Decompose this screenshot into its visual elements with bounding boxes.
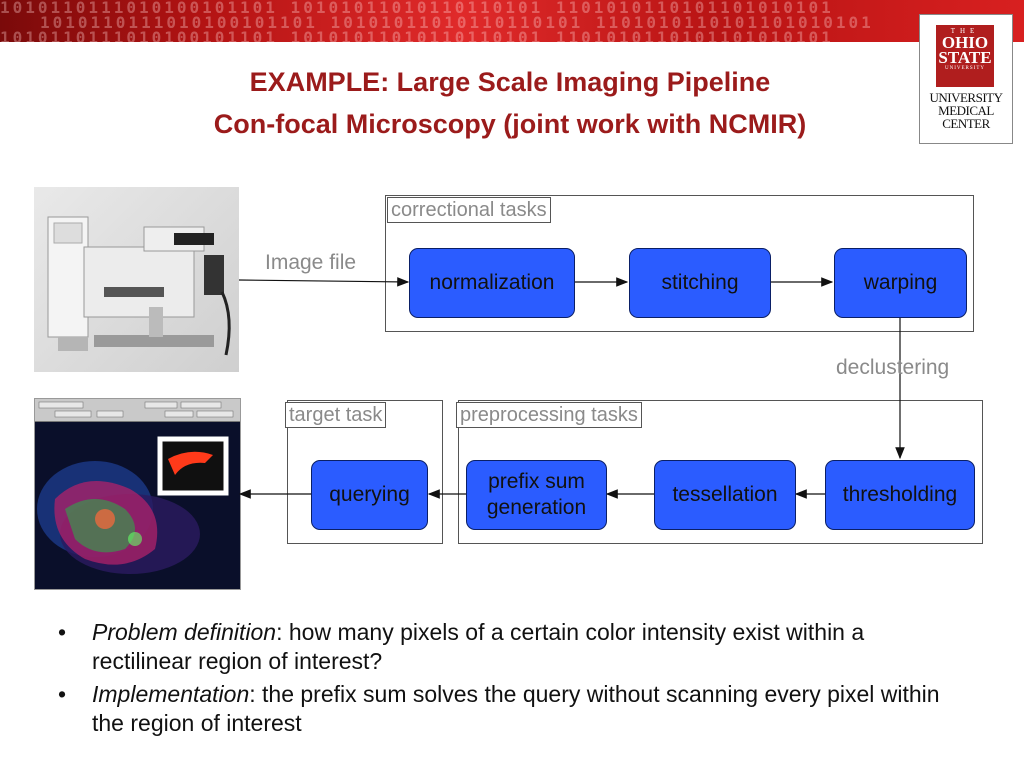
node-querying: querying <box>311 460 428 530</box>
bullet-marker: • <box>58 681 67 707</box>
prefix-line1: prefix sum <box>488 470 585 493</box>
binary-pattern: 1010110111010100101101 10101011010110110… <box>0 0 874 42</box>
correctional-tasks-label: correctional tasks <box>387 197 551 223</box>
arrow-image-to-normalization <box>238 277 410 287</box>
node-stitching: stitching <box>629 248 771 318</box>
pipeline-output-screenshot <box>34 398 241 590</box>
bullet-term: Problem definition <box>92 619 277 645</box>
node-normalization: normalization <box>409 248 575 318</box>
osu-medical-center-logo: THE OHIO STATE UNIVERSITY UNIVERSITY MED… <box>919 14 1013 144</box>
slide-title-line2: Con-focal Microscopy (joint work with NC… <box>213 109 807 139</box>
image-file-label: Image file <box>265 251 357 274</box>
prefix-line2: generation <box>486 496 587 519</box>
bullet-term: Implementation <box>92 681 250 707</box>
node-thresholding: thresholding <box>825 460 975 530</box>
slide-title-line1: EXAMPLE: Large Scale Imaging Pipeline <box>249 67 771 97</box>
node-prefix-sum-generation: prefix sum generation <box>466 460 607 530</box>
node-warping: warping <box>834 248 967 318</box>
node-tessellation: tessellation <box>654 460 796 530</box>
target-task-group <box>287 400 443 544</box>
bullet-list: • Problem definition: how many pixels of… <box>58 618 958 742</box>
target-task-label: target task <box>285 402 387 428</box>
confocal-microscope-photo <box>34 187 239 372</box>
correctional-tasks-group <box>385 195 974 332</box>
bullet-text: : how many pixels of a certain color int… <box>92 619 865 674</box>
logo-text: UNIVERSITY MEDICAL CENTER <box>929 90 1004 131</box>
preprocessing-tasks-group <box>458 400 983 544</box>
bullet-item: • Problem definition: how many pixels of… <box>58 618 958 676</box>
bullet-marker: • <box>58 619 67 645</box>
preprocessing-tasks-label: preprocessing tasks <box>456 402 642 428</box>
bullet-item: • Implementation: the prefix sum solves … <box>58 680 958 738</box>
declustering-label: declustering <box>836 356 950 379</box>
header-banner: 1010110111010100101101 10101011010110110… <box>0 0 1024 42</box>
osu-seal: THE OHIO STATE UNIVERSITY <box>936 25 994 87</box>
bullet-text: : the prefix sum solves the query withou… <box>92 681 940 736</box>
